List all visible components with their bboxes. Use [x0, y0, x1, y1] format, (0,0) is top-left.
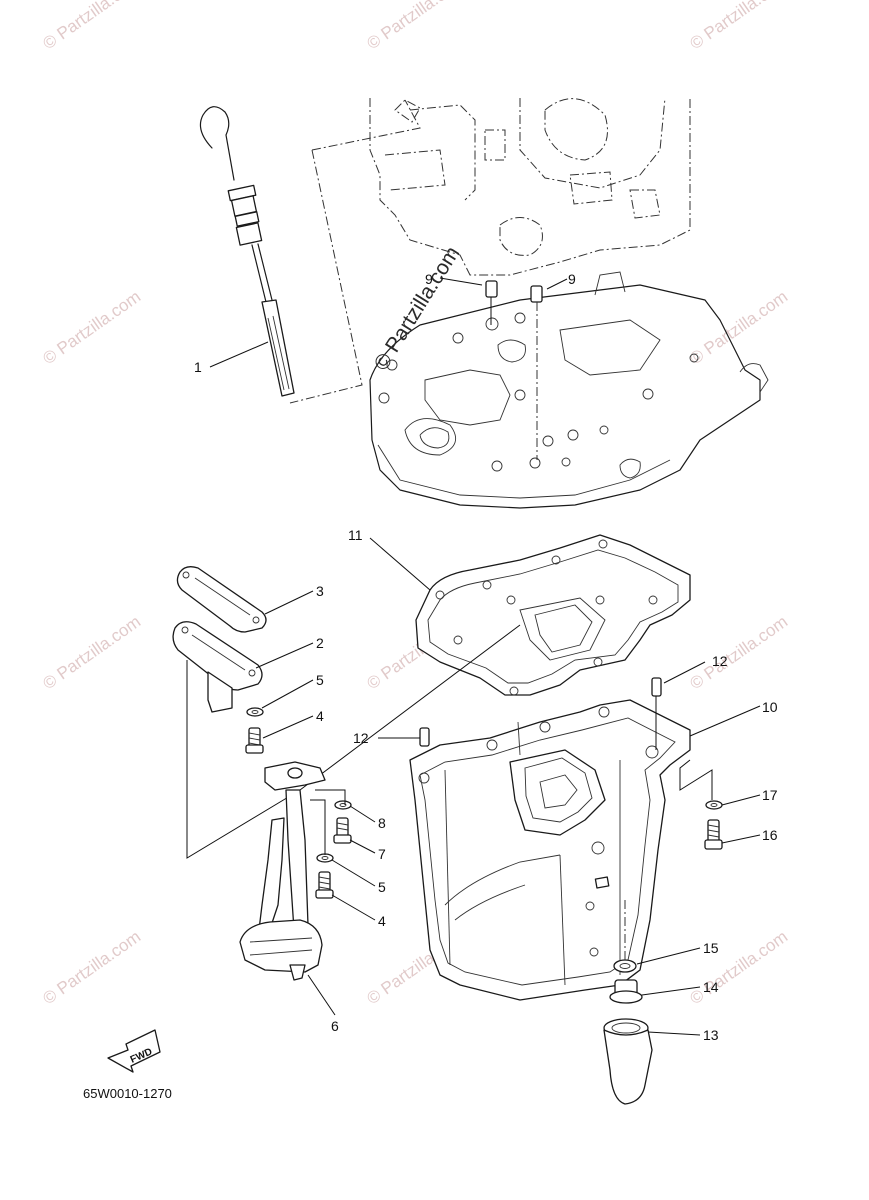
washer-17: [705, 800, 723, 810]
callout-6: 6: [331, 1018, 339, 1034]
watermark: © Partzilla.com: [39, 0, 144, 53]
gasket-3: [176, 566, 267, 633]
dowel-pin-12b: [651, 677, 662, 750]
callout-17: 17: [762, 787, 778, 803]
oil-pan-gasket: [415, 534, 691, 696]
dowel-pin-9a: [485, 280, 498, 325]
callout-16: 16: [762, 827, 778, 843]
partzilla-watermark-main: © Partzilla.com: [370, 242, 464, 374]
watermark: © Partzilla.com: [39, 287, 144, 368]
bolt-7: [333, 817, 352, 844]
callout-5: 5: [316, 672, 324, 688]
bolt16-bracket-line: [679, 759, 713, 800]
callout-10: 10: [762, 699, 778, 715]
callout-11: 11: [348, 527, 363, 543]
callout-5: 5: [378, 879, 386, 895]
callout-15: 15: [703, 940, 719, 956]
dipstick-guide-line: [289, 99, 421, 404]
callout-12: 12: [712, 653, 728, 669]
watermark: © Partzilla.com: [686, 612, 791, 693]
exhaust-guide: [369, 271, 769, 509]
bolt-4a: [245, 727, 264, 754]
watermark: © Partzilla.com: [39, 612, 144, 693]
callout-4: 4: [378, 913, 386, 929]
bolt-4b: [315, 871, 334, 899]
callout-13: 13: [703, 1027, 719, 1043]
watermark: © Partzilla.com: [686, 0, 791, 53]
callout-9: 9: [568, 271, 576, 287]
washer-8: [334, 800, 352, 810]
callout-9: 9: [425, 271, 433, 287]
callout-14: 14: [703, 979, 719, 995]
oil-strainer-6: [239, 761, 326, 981]
oil-pan-10: [409, 699, 691, 1001]
washer-5a: [246, 707, 264, 717]
watermark: © Partzilla.com: [39, 927, 144, 1008]
callout-3: 3: [316, 583, 324, 599]
washer-15: [613, 959, 637, 973]
forward-arrow-icon: FWD: [107, 1029, 161, 1073]
drain-plug-14: [609, 979, 643, 1004]
callout-2: 2: [316, 635, 324, 651]
callout-12: 12: [353, 730, 369, 746]
dowel-pin-9b: [530, 285, 543, 460]
washer-5b: [316, 853, 334, 863]
bolt-16: [704, 819, 723, 850]
callout-1: 1: [194, 359, 202, 375]
callout-leaders: [209, 277, 761, 1036]
gasket-to-strainer-line: [299, 624, 521, 791]
diagram-code: 65W0010-1270: [83, 1086, 172, 1101]
cover-bracket-line: [186, 660, 301, 859]
callout-7: 7: [378, 846, 386, 862]
strainer-bracket-line: [310, 789, 346, 855]
dipstick: [199, 106, 295, 397]
cover-2: [172, 621, 263, 713]
engine-block-outline: [369, 97, 691, 276]
drain-cap-13: [603, 1018, 653, 1105]
callout-8: 8: [378, 815, 386, 831]
watermark: © Partzilla.com: [363, 0, 468, 53]
callout-labels: 1 9 9 11 3 2 5 4 12 10 12 17 16 8 7 5 4 …: [194, 271, 778, 1043]
dowel-pin-12a: [419, 727, 430, 747]
watermark-layer: © Partzilla.com © Partzilla.com © Partzi…: [39, 0, 791, 1008]
callout-4: 4: [316, 708, 324, 724]
